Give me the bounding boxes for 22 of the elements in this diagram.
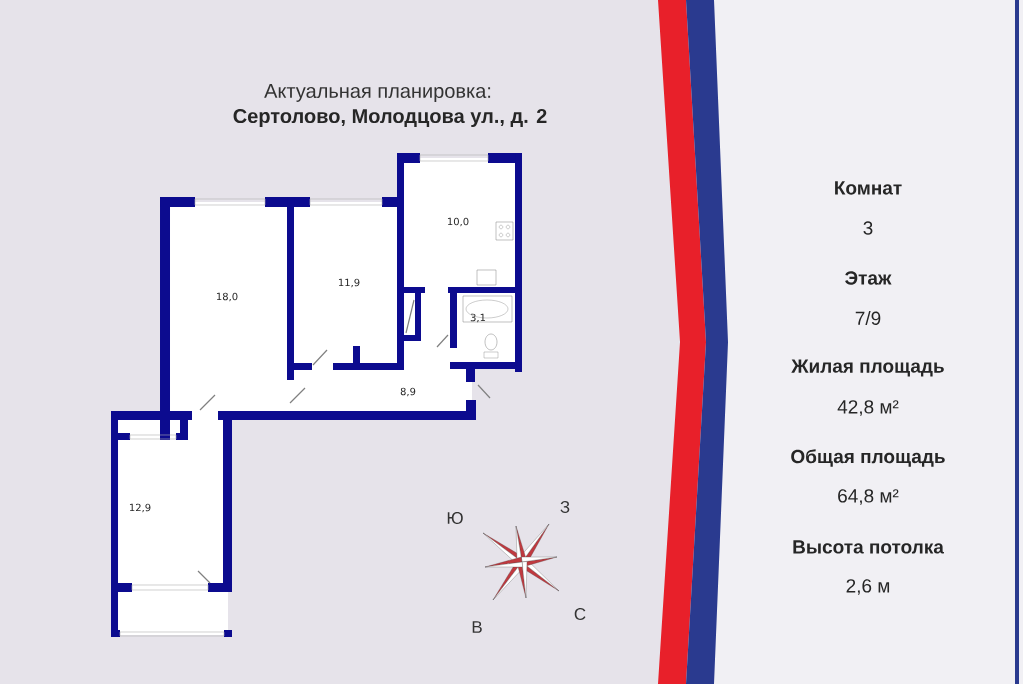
info-heading: Комнат <box>835 181 902 195</box>
room-area-label: 10,0 <box>447 217 469 227</box>
compass-letter: З <box>560 501 570 513</box>
room-area-label: 8,9 <box>400 387 416 397</box>
info-heading: Высота потолка <box>793 540 944 554</box>
info-value: 3 <box>863 221 873 235</box>
compass-letter: В <box>472 621 482 633</box>
info-value: 2,6 м <box>846 579 890 595</box>
room-area-label: 12,9 <box>129 503 151 513</box>
info-heading: Жилая площадь <box>791 359 944 377</box>
info-heading: Общая площадь <box>791 449 945 467</box>
info-value: 7/9 <box>855 311 881 325</box>
room-area-label: 3,1 <box>470 313 486 323</box>
room-area-label: 11,9 <box>338 278 360 288</box>
compass-letter: С <box>574 607 586 620</box>
room-area-label: 18,0 <box>216 292 238 302</box>
info-heading: Этаж <box>845 271 892 285</box>
title: Актуальная планировка: <box>264 84 491 102</box>
compass-letter: Ю <box>447 511 463 524</box>
info-value: 64,8 м² <box>838 489 899 505</box>
address-text: Сертолово, Молодцова ул., д. 2 <box>233 108 547 128</box>
info-value: 42,8 м² <box>837 400 899 416</box>
